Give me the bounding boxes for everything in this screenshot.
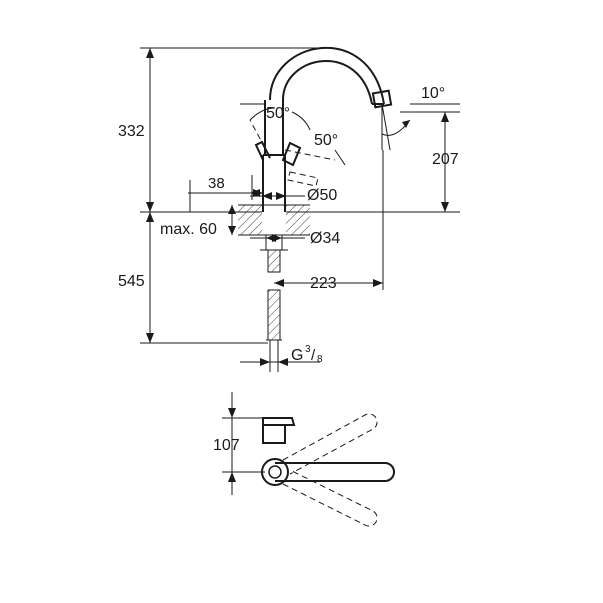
faucet-top-view	[222, 392, 395, 527]
base-diameter-label: Ø50	[307, 187, 337, 204]
total-height-label: 332	[118, 123, 145, 140]
max-thickness-label: max. 60	[160, 221, 217, 238]
below-counter-label: 545	[118, 273, 145, 290]
faucet-side-view	[140, 47, 460, 372]
thread-label: G 3 / 8	[291, 344, 323, 365]
spout-height-label: 207	[432, 151, 459, 168]
thread-denominator: 8	[317, 354, 323, 365]
offset-38-label: 38	[208, 175, 225, 192]
thread-slash: /	[311, 347, 316, 364]
thread-prefix: G	[291, 347, 303, 364]
lever-angle-left-label: 50°	[266, 105, 290, 122]
thread-numerator: 3	[305, 344, 311, 355]
spout-reach-label: 223	[310, 275, 337, 292]
dimension-lines	[140, 47, 460, 366]
top-view-depth-label: 107	[213, 437, 240, 454]
hole-diameter-label: Ø34	[310, 230, 340, 247]
spout-angle-label: 10°	[421, 85, 445, 102]
lever-angle-right-label: 50°	[314, 132, 338, 149]
